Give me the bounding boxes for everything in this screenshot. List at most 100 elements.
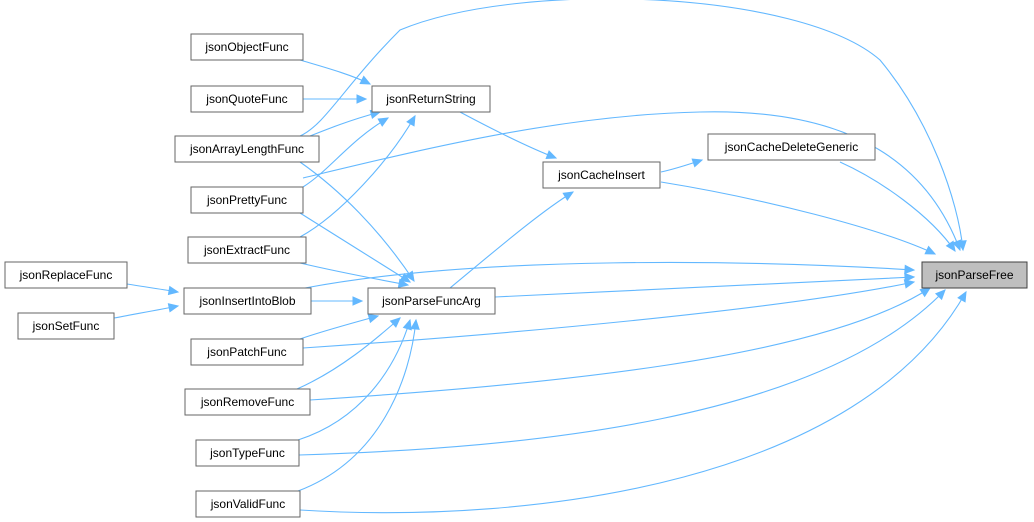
node-jsonCacheInsert[interactable]: jsonCacheInsert	[542, 161, 661, 189]
edge-line	[459, 111, 557, 159]
edge-line	[299, 59, 371, 85]
node-box[interactable]	[542, 161, 661, 189]
edge-arrowhead	[410, 318, 420, 330]
edge-line	[297, 319, 417, 492]
node-jsonRemoveFunc[interactable]: jsonRemoveFunc	[184, 388, 311, 416]
node-jsonTypeFunc[interactable]: jsonTypeFunc	[195, 439, 300, 467]
edge-jsonPatchFunc-to-jsonParseFree	[302, 279, 916, 349]
node-box[interactable]	[371, 85, 491, 113]
edge-jsonQuoteFunc-to-jsonReturnString	[302, 94, 368, 104]
node-jsonQuoteFunc[interactable]: jsonQuoteFunc	[190, 85, 304, 113]
edge-arrowhead	[691, 158, 704, 168]
edge-jsonCacheDeleteGeneric-to-jsonParseFree	[839, 161, 956, 253]
node-box[interactable]	[190, 338, 304, 366]
node-jsonParseFree[interactable]: jsonParseFree	[921, 261, 1028, 289]
node-label: jsonValidFunc	[210, 497, 285, 511]
node-label: jsonPatchFunc	[206, 345, 286, 359]
edge-line	[304, 261, 915, 289]
edge-line	[494, 276, 915, 298]
edge-line	[299, 291, 967, 514]
node-box[interactable]	[707, 133, 876, 161]
edge-jsonObjectFunc-to-jsonReturnString	[299, 59, 372, 85]
edge-line	[299, 262, 409, 286]
nodes-layer: jsonParseFree jsonCacheDeleteGeneric jsonC…	[4, 33, 1028, 518]
edge-line	[449, 191, 574, 289]
node-jsonPrettyFunc[interactable]: jsonPrettyFunc	[190, 186, 304, 214]
node-jsonSetFunc[interactable]: jsonSetFunc	[17, 312, 115, 340]
edge-jsonCacheInsert-to-jsonCacheDeleteGeneric	[660, 158, 704, 173]
edge-arrowhead	[377, 117, 390, 127]
edge-line	[302, 281, 915, 349]
node-jsonReturnString[interactable]: jsonReturnString	[371, 85, 491, 113]
edge-line	[299, 0, 964, 251]
node-box[interactable]	[187, 236, 307, 264]
edge-jsonExtractFunc-to-jsonParseFuncArg	[299, 262, 410, 288]
edge-line	[302, 111, 961, 251]
node-jsonExtractFunc[interactable]: jsonExtractFunc	[187, 236, 307, 264]
node-box[interactable]	[4, 261, 128, 289]
edge-arrowhead	[545, 150, 558, 160]
edge-jsonArrayLengthFunc-to-jsonParseFree	[299, 0, 967, 252]
node-box[interactable]	[17, 312, 115, 340]
edge-jsonPrettyFunc-to-jsonParseFree	[302, 111, 962, 252]
edge-jsonPatchFunc-to-jsonParseFuncArg	[299, 313, 380, 340]
edge-arrowhead	[904, 272, 916, 283]
node-box[interactable]	[183, 287, 312, 315]
edge-arrowhead	[356, 94, 368, 104]
node-box[interactable]	[195, 439, 300, 467]
node-box[interactable]	[174, 135, 320, 163]
edge-line	[299, 161, 415, 282]
node-box[interactable]	[184, 388, 311, 416]
node-jsonPatchFunc[interactable]: jsonPatchFunc	[190, 338, 304, 366]
node-label: jsonInsertIntoBlob	[198, 294, 295, 308]
edge-jsonValidFunc-to-jsonParseFuncArg	[297, 318, 420, 492]
node-label: jsonPrettyFunc	[206, 193, 287, 207]
edge-arrowhead	[919, 287, 932, 298]
node-jsonCacheDeleteGeneric[interactable]: jsonCacheDeleteGeneric	[707, 133, 876, 161]
node-label: jsonCacheInsert	[557, 168, 645, 182]
node-label: jsonReturnString	[385, 92, 475, 106]
edge-arrowhead	[402, 318, 412, 331]
node-jsonParseFuncArg[interactable]: jsonParseFuncArg	[367, 287, 496, 315]
edge-line	[299, 115, 416, 238]
node-label: jsonCacheDeleteGeneric	[724, 140, 858, 154]
node-label: jsonExtractFunc	[203, 243, 290, 257]
edge-jsonCacheInsert-to-jsonParseFree	[660, 181, 937, 255]
edge-line	[839, 161, 956, 252]
edge-arrowhead	[934, 289, 946, 301]
edge-jsonTypeFunc-to-jsonParseFree	[298, 289, 946, 456]
edge-line	[302, 117, 389, 188]
edge-arrowhead	[904, 264, 916, 275]
node-label: jsonQuoteFunc	[205, 92, 287, 106]
node-jsonInsertIntoBlob[interactable]: jsonInsertIntoBlob	[183, 287, 312, 315]
edge-arrowhead	[352, 296, 364, 306]
node-box[interactable]	[367, 287, 496, 315]
node-jsonValidFunc[interactable]: jsonValidFunc	[195, 490, 301, 518]
node-box[interactable]	[195, 490, 301, 518]
edge-jsonRemoveFunc-to-jsonParseFree	[309, 287, 932, 401]
node-box[interactable]	[190, 186, 304, 214]
node-box[interactable]	[190, 85, 304, 113]
edge-jsonPrettyFunc-to-jsonReturnString	[302, 117, 390, 188]
node-jsonArrayLengthFunc[interactable]: jsonArrayLengthFunc	[174, 135, 320, 163]
node-label: jsonSetFunc	[32, 319, 100, 333]
node-jsonReplaceFunc[interactable]: jsonReplaceFunc	[4, 261, 128, 289]
edge-line	[297, 319, 411, 441]
node-label: jsonReplaceFunc	[19, 268, 113, 282]
node-label: jsonParseFree	[934, 268, 1013, 282]
node-box[interactable]	[921, 261, 1028, 289]
node-jsonObjectFunc[interactable]: jsonObjectFunc	[190, 33, 304, 61]
edge-jsonPrettyFunc-to-jsonParseFuncArg	[299, 212, 412, 283]
edge-jsonValidFunc-to-jsonParseFree	[299, 290, 967, 514]
node-box[interactable]	[190, 33, 304, 61]
edge-jsonInsertIntoBlob-to-jsonParseFuncArg	[310, 296, 364, 306]
edge-line	[309, 287, 931, 401]
edge-line	[660, 181, 936, 255]
edge-arrowhead	[903, 279, 916, 289]
edge-jsonParseFuncArg-to-jsonParseFree	[494, 272, 916, 298]
node-label: jsonArrayLengthFunc	[189, 142, 304, 156]
edge-line	[296, 317, 401, 390]
edge-jsonReplaceFunc-to-jsonInsertIntoBlob	[126, 283, 180, 296]
edge-arrowhead	[945, 240, 956, 253]
